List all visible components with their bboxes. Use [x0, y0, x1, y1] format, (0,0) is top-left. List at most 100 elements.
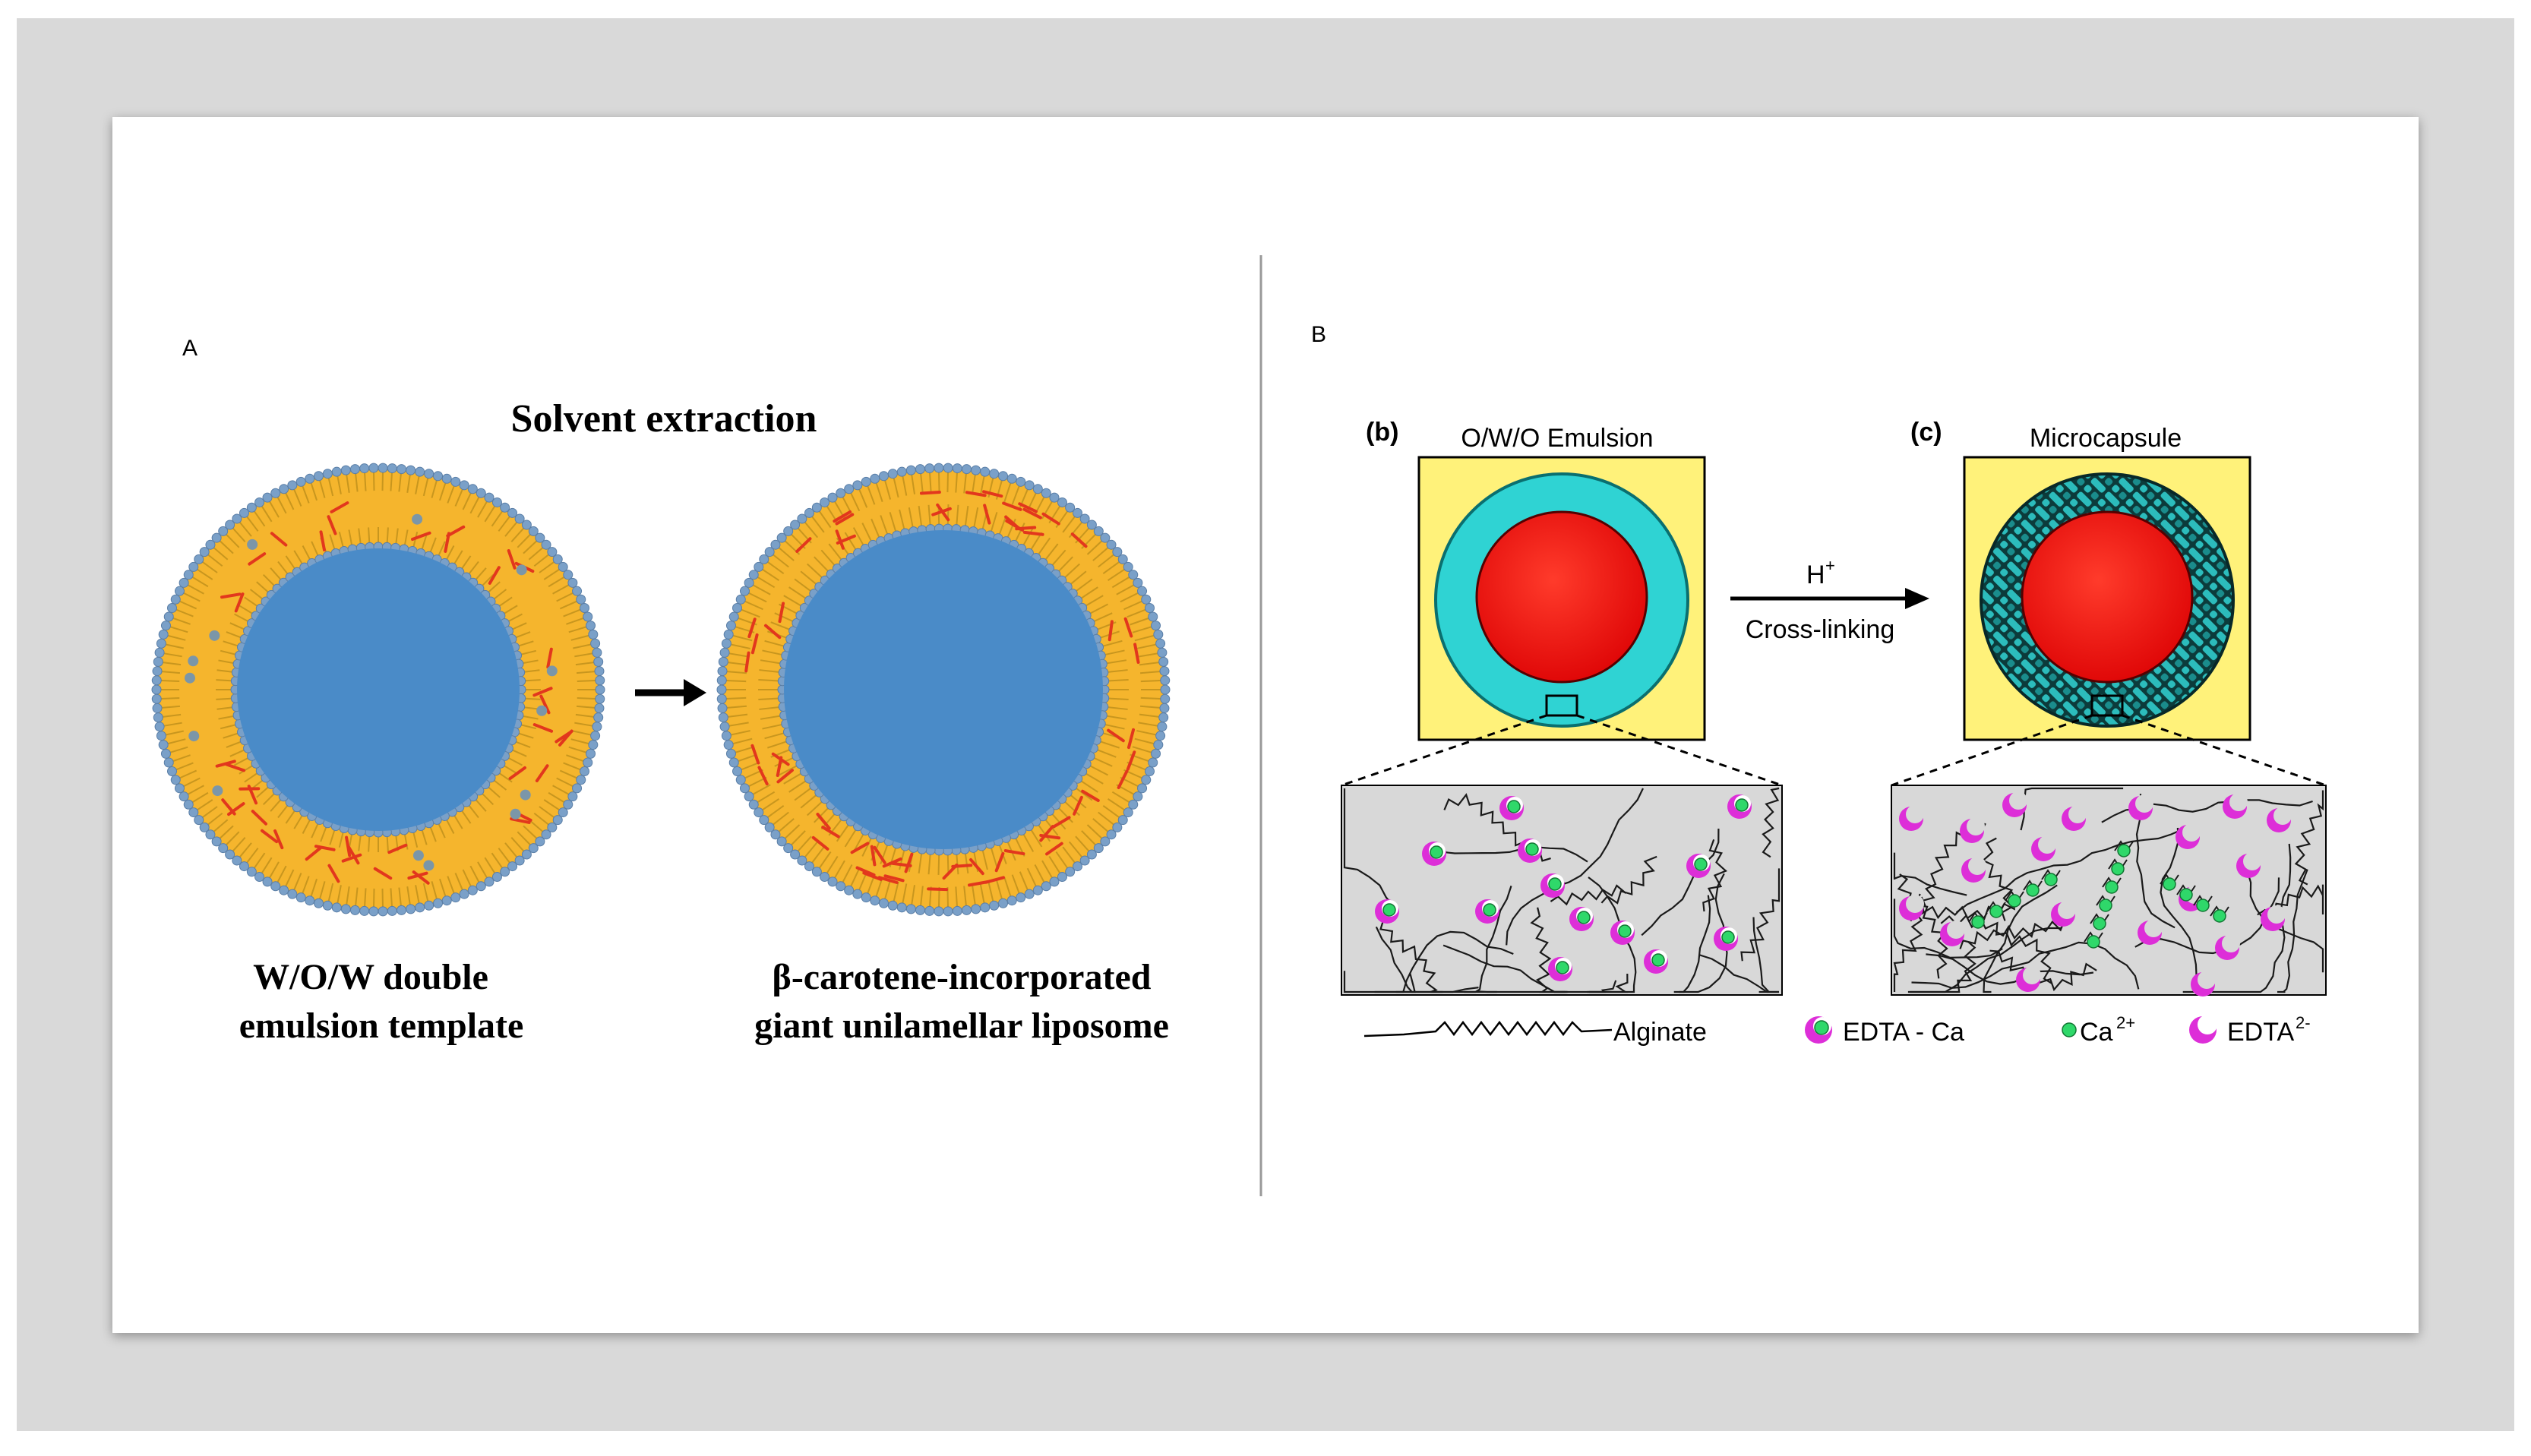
lipid-head: [989, 900, 1000, 911]
lipid-head: [205, 539, 216, 550]
lipid-head: [576, 594, 586, 605]
lipid-head: [340, 465, 351, 475]
calcium-ion: [1618, 924, 1632, 938]
edta-pocket: [2273, 807, 2292, 825]
zoom-lines: [1341, 714, 2327, 787]
lipid-head: [151, 684, 162, 695]
beta-carotene: [1002, 501, 1022, 511]
lipid-head: [368, 463, 379, 473]
beta-carotene: [411, 531, 431, 542]
beta-carotene: [969, 857, 984, 876]
beta-carotene: [220, 592, 242, 599]
lipid-head: [723, 629, 734, 640]
lipid-head: [558, 561, 568, 572]
label-b: (b): [1366, 418, 1398, 447]
lipid-head: [170, 594, 181, 605]
edta-pocket: [2182, 823, 2201, 842]
lipid-head: [783, 526, 794, 536]
edta-pocket: [2198, 971, 2216, 989]
lipid-head: [721, 638, 731, 649]
lipid-head: [586, 621, 596, 631]
lipid-head: [459, 480, 469, 491]
lipid-head: [194, 554, 204, 564]
legend-calcium: Ca 2+: [2062, 1013, 2135, 1047]
beta-carotene: [983, 504, 991, 525]
legend: Alginate EDTA - Ca Ca 2+ EDTA 2-: [1363, 1013, 2311, 1047]
lipid-head: [406, 904, 416, 914]
lipid-head: [1106, 539, 1117, 550]
lipid-head: [170, 775, 181, 785]
lipid-head: [1065, 502, 1076, 513]
lipid-head: [500, 502, 510, 513]
lipid-head: [211, 836, 222, 847]
beta-carotene: [444, 532, 450, 553]
legend-edta-superscript: 2-: [2296, 1013, 2311, 1032]
lipid-head: [160, 621, 171, 631]
lipid-head: [754, 807, 764, 818]
beta-carotene: [507, 549, 517, 570]
lipid-head: [924, 463, 935, 474]
lipid-head: [1032, 885, 1043, 895]
alginate-gel-crosslinked: [1891, 785, 2327, 996]
edta-pocket: [1906, 805, 1924, 823]
beta-carotene: [341, 853, 362, 863]
lipid-head: [218, 526, 229, 536]
lipid-head: [156, 731, 166, 741]
edta-pocket: [1906, 895, 1924, 913]
lipid-head: [980, 466, 991, 477]
edta-pocket: [2023, 966, 2041, 984]
lipid-head: [349, 905, 360, 915]
beta-carotene: [984, 876, 1005, 884]
edta-pocket: [2144, 919, 2163, 937]
beta-carotene: [215, 760, 236, 768]
calcium-ion: [1556, 961, 1569, 974]
proton-label: H: [1806, 561, 1825, 589]
lipid-head: [397, 905, 407, 915]
lipid-head: [721, 731, 731, 741]
right-label-line1: β-carotene-incorporated: [773, 957, 1152, 997]
lipid-head: [725, 621, 736, 631]
lipid-head: [583, 611, 593, 622]
lipid-head: [441, 895, 452, 906]
beta-carotene: [1018, 502, 1038, 513]
calcium-ion: [1507, 800, 1521, 813]
lipid-head: [748, 570, 759, 580]
lipid-head: [1141, 775, 1152, 785]
lipid-head: [1041, 488, 1051, 498]
beta-carotene: [273, 829, 284, 850]
legend-calcium-label: Ca: [2080, 1018, 2113, 1047]
calcium-ion: [2163, 877, 2176, 891]
alginate-chain: [1550, 884, 1627, 906]
lipid-head: [770, 539, 781, 550]
lipid-head: [878, 898, 889, 908]
lipid-head: [716, 684, 727, 695]
lipid-head: [535, 836, 545, 847]
calcium-ion: [1651, 953, 1665, 967]
beta-carotene: [532, 723, 554, 733]
lipid-head: [433, 898, 444, 908]
solvent-droplet: [212, 785, 223, 797]
lipid-head: [588, 740, 599, 750]
lipid-head: [1024, 480, 1035, 491]
lipid-head: [179, 577, 189, 588]
lipid-head: [507, 861, 518, 872]
calcium-ion: [1548, 877, 1562, 891]
lipid-head: [718, 656, 728, 667]
lipid-head: [467, 484, 478, 494]
lipid-head: [915, 905, 925, 915]
microcapsule: [1963, 456, 2251, 741]
beta-carotene: [816, 813, 831, 830]
alginate-chains: [1343, 787, 1781, 993]
lipid-head: [764, 547, 775, 557]
lipid-head: [1100, 836, 1111, 847]
lipid-head: [547, 547, 558, 557]
right-label-line2: giant unilamellar liposome: [754, 1006, 1169, 1046]
alginate-chain: [1893, 899, 2003, 959]
alginate-chain: [1343, 788, 1396, 908]
lipid-head: [541, 539, 551, 550]
beta-carotene: [225, 763, 246, 772]
lipid-head: [594, 703, 605, 713]
lipid-head: [313, 471, 324, 482]
lipid-head: [896, 466, 907, 477]
lipid-head: [719, 647, 730, 658]
